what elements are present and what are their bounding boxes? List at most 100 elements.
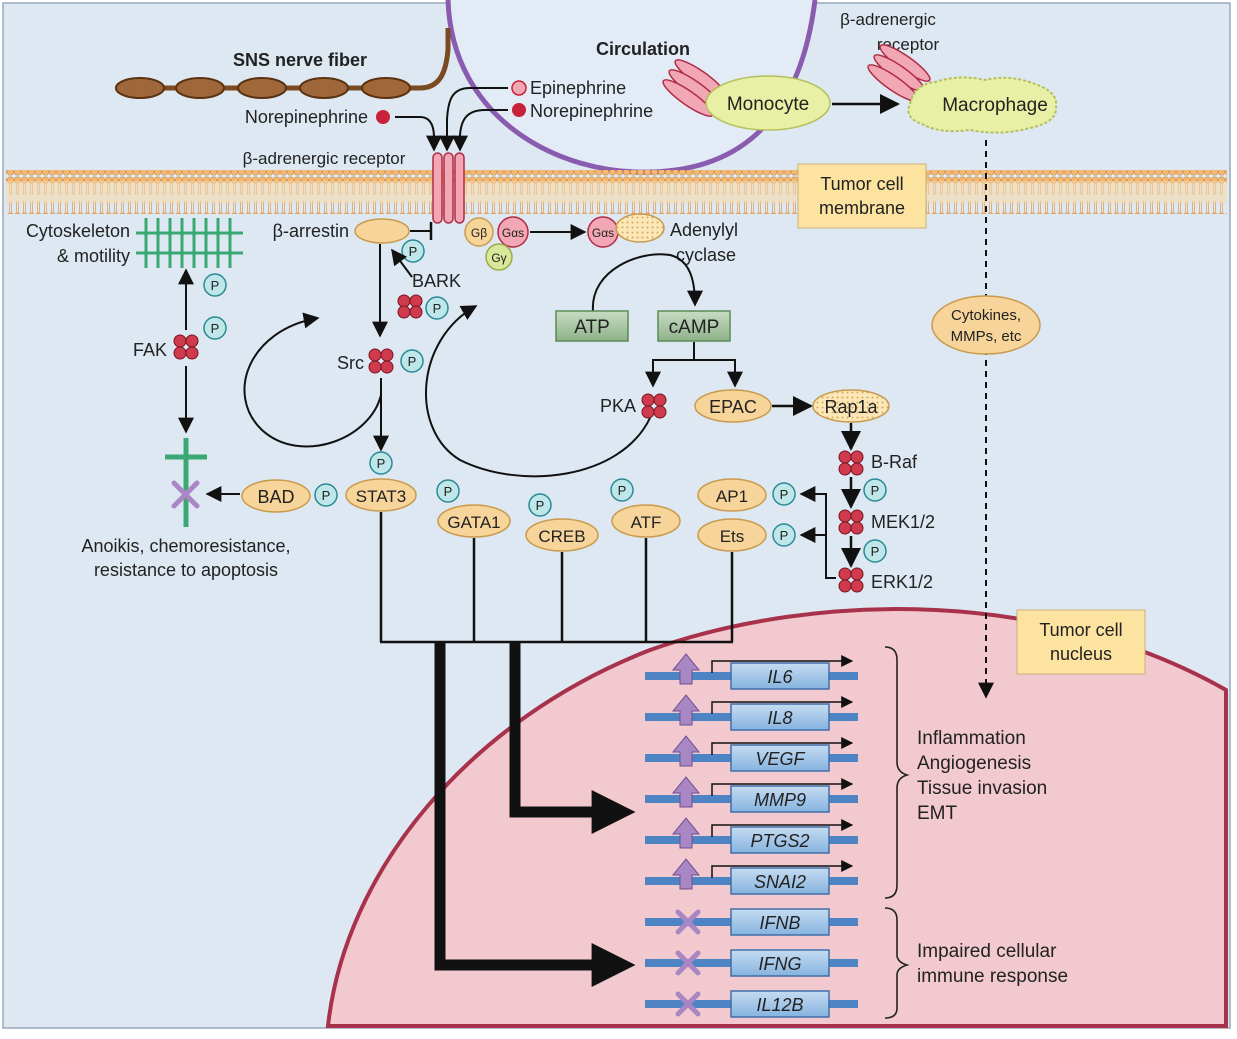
- up-arrow-icon: [671, 817, 701, 849]
- gene-label: SNAI2: [754, 872, 806, 892]
- bad-phospho: [314, 483, 338, 507]
- gene-box: [730, 662, 830, 690]
- g-gamma-label: Gγ: [491, 251, 506, 265]
- g-alpha-s: [497, 216, 529, 248]
- mek-label: MEK1/2: [871, 512, 935, 532]
- gene-row: MMP9: [645, 776, 858, 813]
- creb-protein: [525, 518, 599, 552]
- atp-box: [555, 310, 629, 342]
- gene-box: [730, 867, 830, 895]
- rap1a-label: Rap1a: [824, 397, 878, 417]
- outcome-angiogenesis: Angiogenesis: [917, 753, 1031, 774]
- norepinephrine-circ-molecule: [512, 103, 526, 117]
- pka-label: PKA: [600, 396, 636, 416]
- macrophage-receptor: [867, 44, 931, 102]
- pka-feedback-loop-arrow: [425, 305, 651, 478]
- cytokines-label-1: Cytokines,: [951, 307, 1021, 324]
- src-kinase: [368, 348, 394, 374]
- transcription-arrow: [711, 696, 854, 714]
- gene-row: IL6: [645, 653, 858, 690]
- gene-label: MMP9: [754, 790, 806, 810]
- phospho-label: P: [211, 278, 220, 293]
- beta-arrestin: [354, 218, 410, 244]
- x-mark-icon: [675, 991, 701, 1017]
- g-beta: [464, 217, 494, 247]
- atf-label: ATF: [631, 513, 662, 532]
- outcome-inflammation: Inflammation: [917, 728, 1026, 749]
- gene-row: PTGS2: [645, 817, 858, 854]
- phospho-label: P: [780, 528, 789, 543]
- gene-box: [730, 949, 830, 977]
- tumor-cell-membrane-label-2: membrane: [819, 198, 905, 218]
- cytokines-label-2: MMPs, etc: [951, 328, 1022, 345]
- transcription-arrow: [711, 737, 854, 755]
- up-arrow-icon: [671, 694, 701, 726]
- gata1-protein: [437, 504, 511, 538]
- mek-kinase: [838, 509, 864, 535]
- phospho-label: P: [780, 487, 789, 502]
- phospho-label: P: [322, 488, 331, 503]
- src-label: Src: [337, 353, 364, 373]
- norepinephrine-circ-label: Norepinephrine: [530, 101, 653, 121]
- ap1-phospho: [772, 482, 796, 506]
- mek-phospho: [863, 539, 887, 563]
- ets-label: Ets: [720, 527, 745, 546]
- gene-box: [730, 826, 830, 854]
- g-gamma: [485, 243, 513, 271]
- cytoskeleton-phospho: [203, 273, 227, 297]
- gene-box: [730, 703, 830, 731]
- gata1-phospho: [436, 479, 460, 503]
- stat3-label: STAT3: [356, 487, 406, 506]
- braf-phospho: [863, 478, 887, 502]
- outcome-impaired-2: immune response: [917, 966, 1068, 987]
- phospho-label: P: [871, 483, 880, 498]
- transcription-arrow: [711, 819, 854, 837]
- beta-arrestin-label: β-arrestin: [273, 221, 349, 241]
- x-mark-icon: [675, 950, 701, 976]
- phospho-label: P: [211, 321, 220, 336]
- circulation-label: Circulation: [596, 39, 690, 59]
- epinephrine-molecule: [511, 80, 527, 96]
- src-feedback-loop-arrow: [243, 312, 382, 448]
- tumor-cell-nucleus-label-2: nucleus: [1050, 644, 1112, 664]
- norepinephrine-left-molecule: [376, 110, 390, 124]
- tumor-cell-membrane-label-1: Tumor cell: [820, 174, 903, 194]
- g-alpha-s-label: Gαs: [502, 226, 524, 240]
- erk-label: ERK1/2: [871, 572, 933, 592]
- phospho-label: P: [433, 301, 442, 316]
- camp-branch-lines: [652, 342, 736, 361]
- cytoskeleton-label-2: & motility: [57, 246, 130, 266]
- norepinephrine-left-label: Norepinephrine: [245, 107, 368, 127]
- up-arrow-icon: [671, 735, 701, 767]
- bad-label: BAD: [257, 487, 294, 507]
- anoikis-label-1: Anoikis, chemoresistance,: [81, 536, 290, 556]
- transcription-arrow: [711, 778, 854, 796]
- gene-label: VEGF: [755, 749, 805, 769]
- epac-protein: [694, 389, 772, 423]
- beta-adrenergic-receptor: [432, 152, 465, 224]
- gene-box: [730, 908, 830, 936]
- adenylyl-cyclase-label-1: Adenylyl: [670, 220, 738, 240]
- stat3-phospho: [369, 451, 393, 475]
- phospho-label: P: [871, 544, 880, 559]
- gene-label: IL6: [767, 667, 793, 687]
- gene-label: IFNG: [759, 954, 802, 974]
- x-mark-icon: [171, 480, 200, 509]
- monocyte-label: Monocyte: [727, 94, 809, 115]
- activation-big-arrow: [509, 642, 636, 834]
- tumor-cell-nucleus-label-1: Tumor cell: [1039, 620, 1122, 640]
- up-arrow-icon: [671, 858, 701, 890]
- g-alpha-s-free-label: Gαs: [592, 226, 614, 240]
- ap1-label: AP1: [716, 487, 748, 506]
- atp-to-camp-arrow: [591, 253, 703, 312]
- braf-kinase: [838, 450, 864, 476]
- norepinephrine-left-arrow: [395, 116, 442, 152]
- phospho-label: P: [444, 484, 453, 499]
- camp-label: cAMP: [669, 317, 720, 338]
- phospho-label: P: [409, 244, 418, 259]
- macrophage: [907, 76, 1058, 134]
- adenylyl-cyclase-label-2: cyclase: [676, 245, 736, 265]
- phospho-label: P: [408, 354, 417, 369]
